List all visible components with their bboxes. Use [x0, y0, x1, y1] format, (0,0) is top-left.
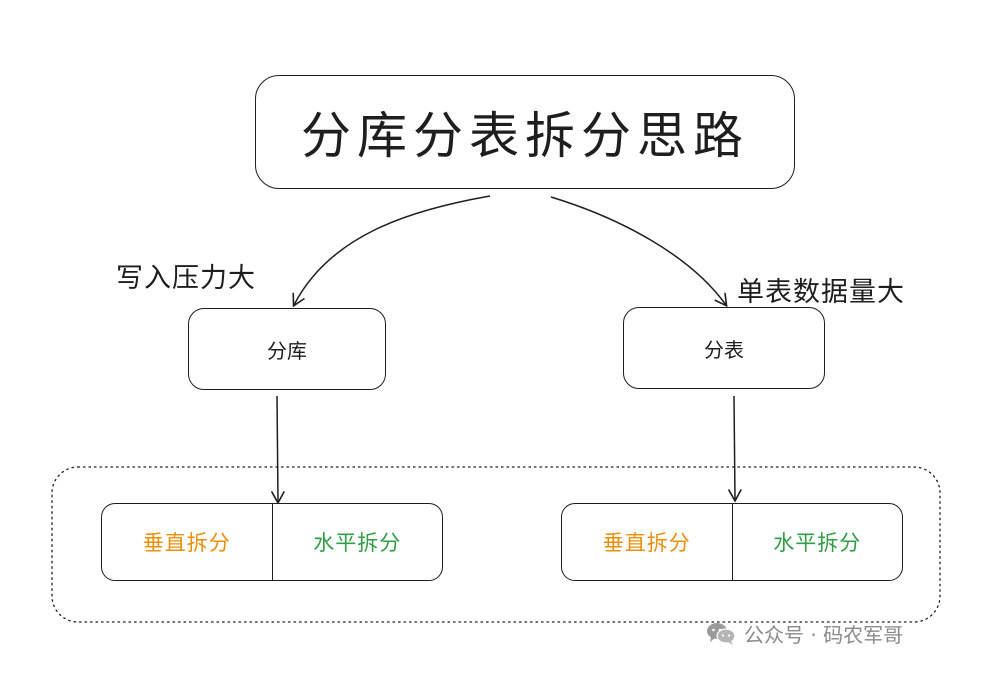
watermark-text: 公众号 · 码农军哥: [744, 623, 904, 647]
node-label: 分表: [704, 337, 744, 362]
split-box-left: 垂直拆分 水平拆分: [101, 503, 443, 581]
horizontal-split-label: 水平拆分: [731, 504, 903, 580]
horizontal-split-label: 水平拆分: [271, 504, 443, 580]
split-box-right: 垂直拆分 水平拆分: [561, 503, 903, 581]
arrow-title-to-right-node: [550, 196, 728, 308]
vertical-split-label: 垂直拆分: [602, 531, 691, 555]
edge-label-write-pressure: 写入压力大: [116, 263, 256, 294]
node-table-sharding: 分表: [623, 307, 825, 389]
node-database-sharding: 分库: [188, 308, 386, 390]
vertical-split-label: 垂直拆分: [142, 531, 231, 555]
arrow-left-node-to-split: [271, 395, 285, 505]
arrow-right-node-to-split: [728, 395, 742, 503]
diagram-title: 分库分表拆分思路: [301, 107, 749, 165]
title-box: 分库分表拆分思路: [255, 75, 795, 189]
arrow-title-to-left-node: [292, 195, 491, 308]
watermark: 公众号 · 码农军哥: [706, 619, 903, 648]
edge-label-table-size: 单表数据量大: [737, 277, 905, 308]
split-group-frame: [51, 466, 941, 623]
wechat-icon: [706, 622, 736, 646]
node-label: 分库: [267, 338, 307, 363]
